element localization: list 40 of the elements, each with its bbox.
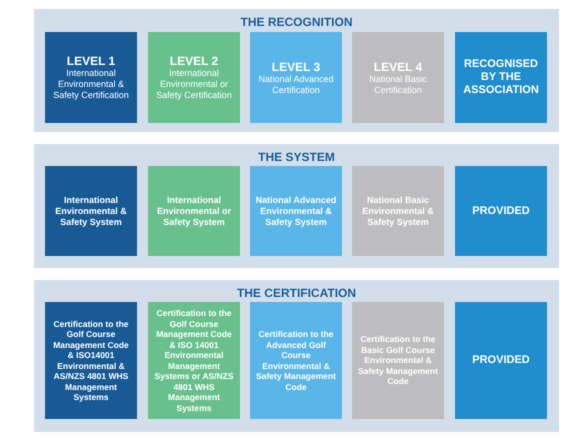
tier-box	[148, 302, 240, 419]
box-text: Certification to the Basic Golf Course Environmental & Safety Management Code	[357, 334, 439, 387]
box-text: International Environmental or Safety System	[156, 194, 232, 228]
box-text: National Advanced Certification	[257, 74, 335, 96]
tier-box	[352, 166, 444, 256]
box-text: Certification to the Golf Course Management Code & ISO 14001 Environmental Management Systems or AS/NZS 4801 WHS Management Systems	[153, 308, 235, 413]
box-heading: LEVEL 4	[374, 60, 422, 74]
section-heading: THE SYSTEM	[257, 149, 336, 166]
box-heading: LEVEL 3	[272, 60, 320, 74]
box-text: International Environmental & Safety Certification	[52, 68, 130, 101]
box-text: International Environmental or Safety Certification	[155, 68, 233, 101]
section-band	[34, 9, 559, 132]
tier-box	[455, 302, 547, 419]
tier-box	[45, 166, 137, 256]
tier-box	[148, 32, 240, 123]
box-text: Certification to the Golf Course Management Code & ISO14001 Environmental & AS/NZS 4801 WHS Management Systems	[52, 318, 130, 402]
tier-box	[45, 32, 137, 123]
section-heading: THE CERTIFICATION	[236, 285, 358, 302]
tier-box	[455, 166, 547, 256]
box-heading: PROVIDED	[471, 354, 531, 367]
tier-box	[148, 166, 240, 256]
box-text: National Advanced Environmental & Safety System	[254, 194, 338, 228]
section-band	[34, 280, 559, 432]
tier-box	[250, 302, 342, 419]
box-text: National Basic Environmental & Safety System	[361, 194, 435, 228]
tier-box	[45, 302, 137, 419]
tier-box	[455, 32, 547, 123]
box-heading: RECOGNISED BY THE ASSOCIATION	[462, 58, 540, 97]
tier-box	[250, 166, 342, 256]
section-band	[34, 144, 559, 268]
box-heading: PROVIDED	[471, 204, 531, 218]
box-heading: LEVEL 1	[66, 54, 116, 68]
tier-box	[352, 302, 444, 419]
box-text: International Environmental & Safety System	[54, 194, 128, 228]
tier-box	[352, 32, 444, 123]
section-heading: THE RECOGNITION	[239, 14, 354, 31]
box-heading: LEVEL 2	[170, 54, 218, 68]
box-text: Certification to the Advanced Golf Course Environmental & Safety Management Code	[255, 329, 337, 392]
tier-box	[250, 32, 342, 123]
box-text: National Basic Certification	[368, 74, 428, 96]
